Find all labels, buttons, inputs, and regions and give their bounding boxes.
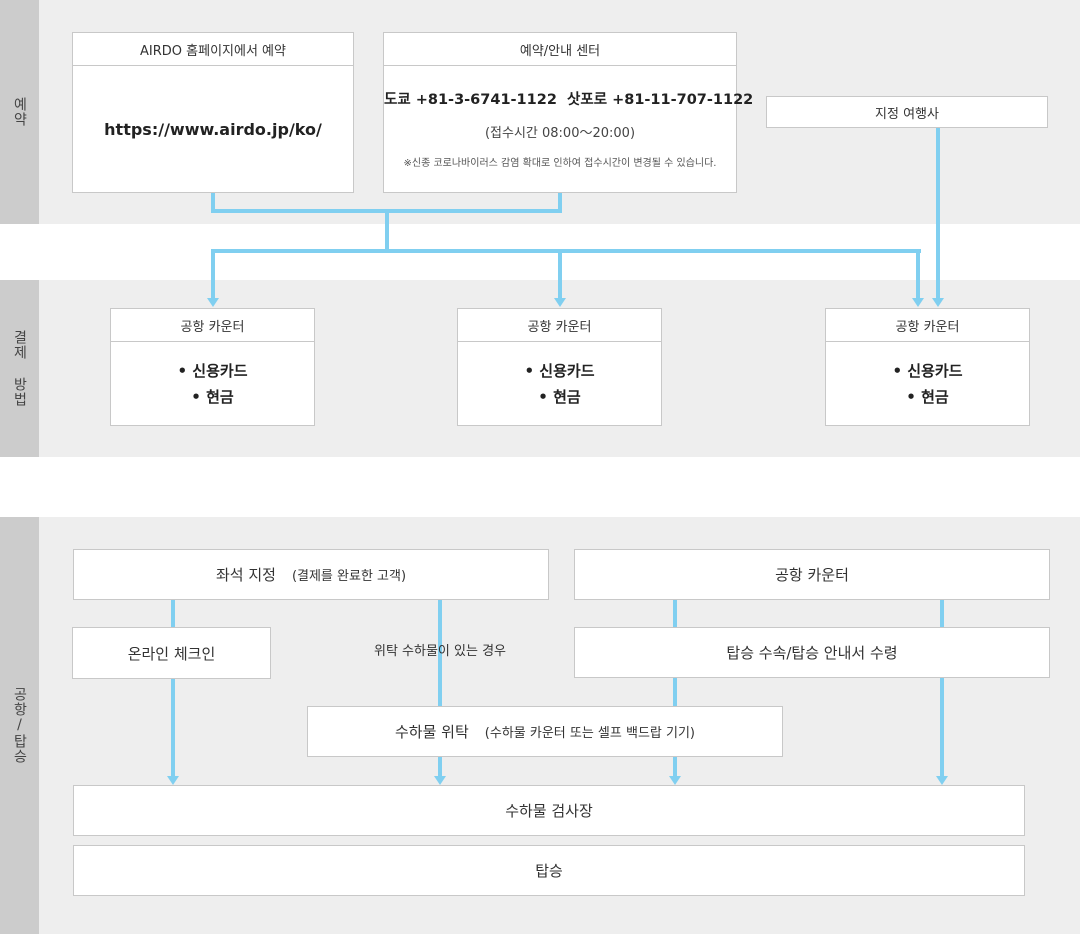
reservation-center-title: 예약/안내 센터 (384, 33, 736, 66)
connector-line (916, 249, 920, 298)
baggage-drop-note: (수하물 카운터 또는 셀프 백드랍 기기) (484, 726, 695, 741)
arrow-down-icon (932, 298, 944, 307)
counter-title: 공항 카운터 (826, 309, 1029, 342)
connector-line (171, 600, 175, 628)
airport-counter-box: 공항 카운터 (574, 549, 1050, 600)
boarding-procedure-box: 탑승 수속/탑승 안내서 수령 (574, 627, 1050, 678)
connector-line (673, 756, 677, 776)
credit-card-label: • 신용카드 (177, 362, 248, 380)
arrow-down-icon (434, 776, 446, 785)
seat-selection-box: 좌석 지정 (결제를 완료한 고객) (73, 549, 549, 600)
cash-label: • 현금 (191, 388, 234, 406)
travel-agency-label: 지정 여행사 (875, 106, 939, 122)
boarding-label: 탑승 (535, 862, 563, 880)
seat-selection-label: 좌석 지정 (215, 566, 276, 584)
online-checkin-label: 온라인 체크인 (127, 644, 216, 663)
arrow-down-icon (936, 776, 948, 785)
counter-title: 공항 카운터 (458, 309, 661, 342)
homepage-url[interactable]: https://www.airdo.jp/ko/ (104, 120, 322, 139)
connector-line (385, 209, 389, 252)
connector-line (438, 600, 442, 706)
credit-card-label: • 신용카드 (524, 362, 595, 380)
payment-counter-3: 공항 카운터 • 신용카드 • 현금 (825, 308, 1030, 426)
center-hours: (접수시간 08:00～20:00) (484, 126, 636, 141)
airport-counter-label: 공항 카운터 (775, 566, 849, 584)
connector-line (673, 600, 677, 628)
travel-agency-box: 지정 여행사 (766, 96, 1048, 128)
connector-line (940, 600, 944, 628)
homepage-booking-box: AIRDO 홈페이지에서 예약 https://www.airdo.jp/ko/ (72, 32, 354, 193)
arrow-down-icon (669, 776, 681, 785)
baggage-case-label: 위탁 수하물이 있는 경우 (374, 644, 506, 659)
payment-counter-1: 공항 카운터 • 신용카드 • 현금 (110, 308, 315, 426)
center-phone-numbers: 도쿄 +81-3-6741-1122 삿포로 +81-11-707-1122 (384, 92, 754, 108)
online-checkin-box: 온라인 체크인 (72, 627, 271, 679)
baggage-drop-box: 수하물 위탁 (수하물 카운터 또는 셀프 백드랍 기기) (307, 706, 783, 757)
payment-counter-2: 공항 카운터 • 신용카드 • 현금 (457, 308, 662, 426)
section-label-airport: 공항/탑승 (11, 687, 28, 764)
connector-line (211, 192, 215, 212)
connector-line (171, 678, 175, 776)
homepage-booking-title: AIRDO 홈페이지에서 예약 (73, 33, 353, 66)
center-note: ※신종 코로나바이러스 감염 확대로 인하여 접수시간이 변경될 수 있습니다. (403, 158, 717, 169)
cash-label: • 현금 (906, 388, 949, 406)
counter-title: 공항 카운터 (111, 309, 314, 342)
arrow-down-icon (167, 776, 179, 785)
connector-line (211, 249, 921, 253)
boarding-box: 탑승 (73, 845, 1025, 896)
section-label-payment: 결제 방법 (11, 330, 28, 407)
connector-line (558, 192, 562, 212)
arrow-down-icon (554, 298, 566, 307)
cash-label: • 현금 (538, 388, 581, 406)
arrow-down-icon (912, 298, 924, 307)
baggage-drop-label: 수하물 위탁 (395, 723, 469, 741)
seat-selection-note: (결제를 완료한 고객) (291, 569, 407, 584)
connector-line (936, 128, 940, 298)
airport-side (0, 517, 39, 934)
section-label-booking: 예약 (11, 97, 28, 127)
connector-line (211, 249, 215, 298)
connector-line (438, 756, 442, 776)
connector-line (558, 249, 562, 298)
connector-line (940, 677, 944, 776)
payment-side (0, 280, 39, 457)
booking-side (0, 0, 39, 224)
arrow-down-icon (207, 298, 219, 307)
security-check-box: 수하물 검사장 (73, 785, 1025, 836)
connector-line (673, 677, 677, 706)
security-check-label: 수하물 검사장 (505, 802, 593, 820)
credit-card-label: • 신용카드 (892, 362, 963, 380)
boarding-procedure-label: 탑승 수속/탑승 안내서 수령 (726, 644, 898, 662)
reservation-center-box: 예약/안내 센터 도쿄 +81-3-6741-1122 삿포로 +81-11-7… (383, 32, 754, 193)
